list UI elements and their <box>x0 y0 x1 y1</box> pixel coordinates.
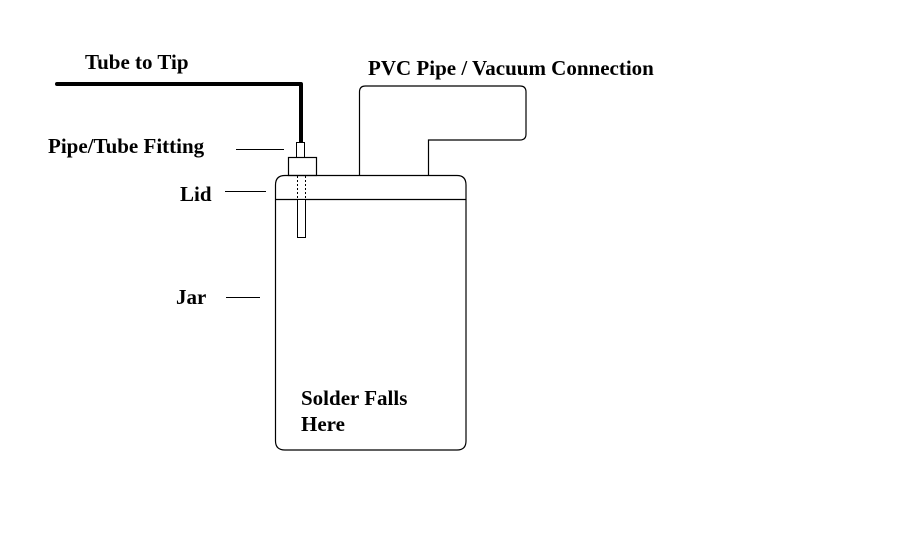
label-tube-to-tip: Tube to Tip <box>85 50 189 74</box>
tube-to-tip <box>55 82 303 144</box>
label-pvc-pipe: PVC Pipe / Vacuum Connection <box>368 56 654 80</box>
pvc-pipe <box>358 85 527 176</box>
label-here: Here <box>301 412 345 436</box>
inner-tube <box>297 199 306 238</box>
label-fitting: Pipe/Tube Fitting <box>48 134 205 158</box>
fitting-nut <box>287 156 318 177</box>
label-lid: Lid <box>180 182 212 206</box>
fitting-stub <box>296 142 305 158</box>
label-jar: Jar <box>176 285 207 309</box>
jar <box>274 174 467 451</box>
label-solder-falls: Solder Falls <box>301 386 408 410</box>
